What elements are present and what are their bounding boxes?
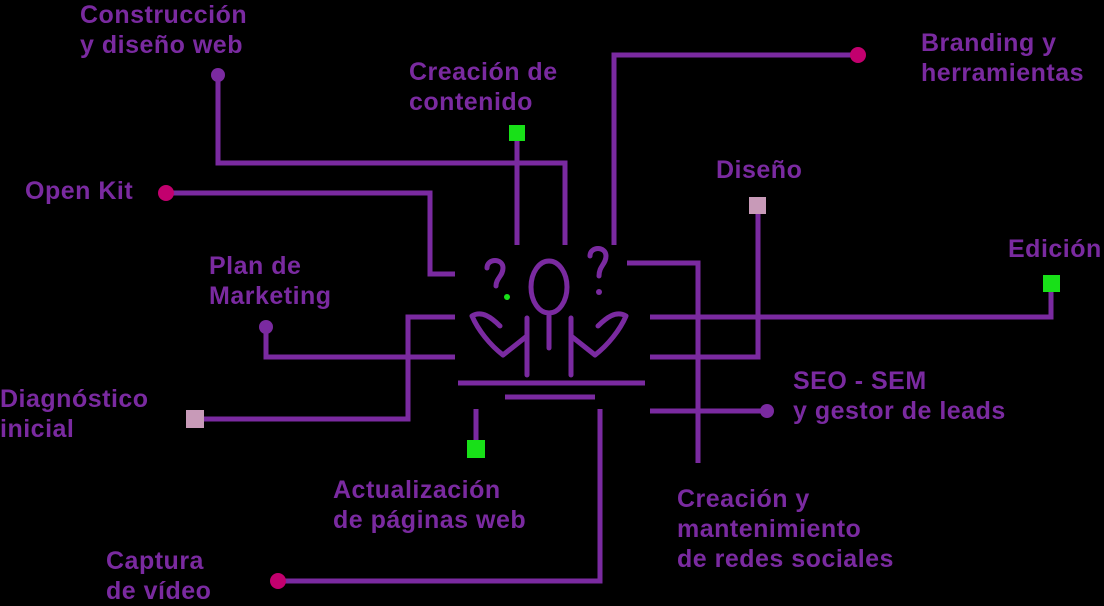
label-line: mantenimiento [677,515,862,543]
question-dot-right [596,289,602,295]
label-redes: Creación y mantenimiento de redes social… [677,484,894,574]
connector-diseno [650,205,761,360]
label-line: de páginas web [333,506,527,534]
connector-captura [278,409,603,584]
label-actualizacion: Actualización de páginas web [333,475,526,535]
dot-open-kit [158,185,174,201]
label-line: y gestor de leads [793,397,1006,425]
connector-branding [611,52,858,245]
connector-construccion [215,75,568,245]
connector-diagnostico [195,314,455,422]
connector-redes [627,260,701,463]
label-seo: SEO - SEM y gestor de leads [793,366,1006,426]
dot-diagnostico [186,410,204,428]
dot-captura [270,573,286,589]
dot-actualizacion [467,440,485,458]
label-line: Creación y [677,485,810,513]
connector-plan [263,327,455,360]
label-line: Branding y [921,29,1057,57]
label-line: Diseño [716,156,803,184]
label-line: Captura [106,547,204,575]
dot-contenido [509,125,525,141]
label-branding: Branding y herramientas [921,28,1084,88]
left-arm-icon [469,311,530,358]
head-icon [528,258,570,316]
label-line: de vídeo [106,577,212,605]
label-line: inicial [0,415,75,443]
label-line: Creación de [409,58,558,86]
label-line: Edición [1008,235,1102,263]
dot-edicion [1043,275,1060,292]
confused-person-icon [469,246,629,378]
label-line: herramientas [921,59,1085,87]
label-line: Marketing [209,282,332,310]
label-line: y diseño web [80,31,243,59]
label-line: Open Kit [25,177,134,205]
label-line: contenido [409,88,533,116]
label-captura: Captura de vídeo [106,546,211,606]
label-line: de redes sociales [677,545,894,573]
question-mark-left-icon [484,258,506,289]
label-line: Actualización [333,476,501,504]
dot-plan [259,320,273,334]
dot-branding [850,47,866,63]
label-diseno: Diseño [716,155,802,185]
label-line: Diagnóstico [0,385,149,413]
label-contenido: Creación de contenido [409,57,558,117]
right-arm-icon [568,311,629,358]
label-construccion: Construcción y diseño web [80,0,247,60]
label-open-kit: Open Kit [25,176,133,206]
torso-icon [524,315,574,378]
dot-construccion [211,68,225,82]
dot-seo [760,404,774,418]
question-dot-left [504,294,510,300]
connector-edicion [650,283,1054,320]
label-line: SEO - SEM [793,367,927,395]
label-line: Plan de [209,252,302,280]
dot-diseno [749,197,766,214]
label-line: Construcción [80,1,248,29]
question-mark-right-icon [587,246,609,279]
label-diagnostico: Diagnóstico inicial [0,384,149,444]
label-edicion: Edición [1008,234,1102,264]
label-plan-marketing: Plan de Marketing [209,251,332,311]
connector-open-kit [166,190,455,277]
